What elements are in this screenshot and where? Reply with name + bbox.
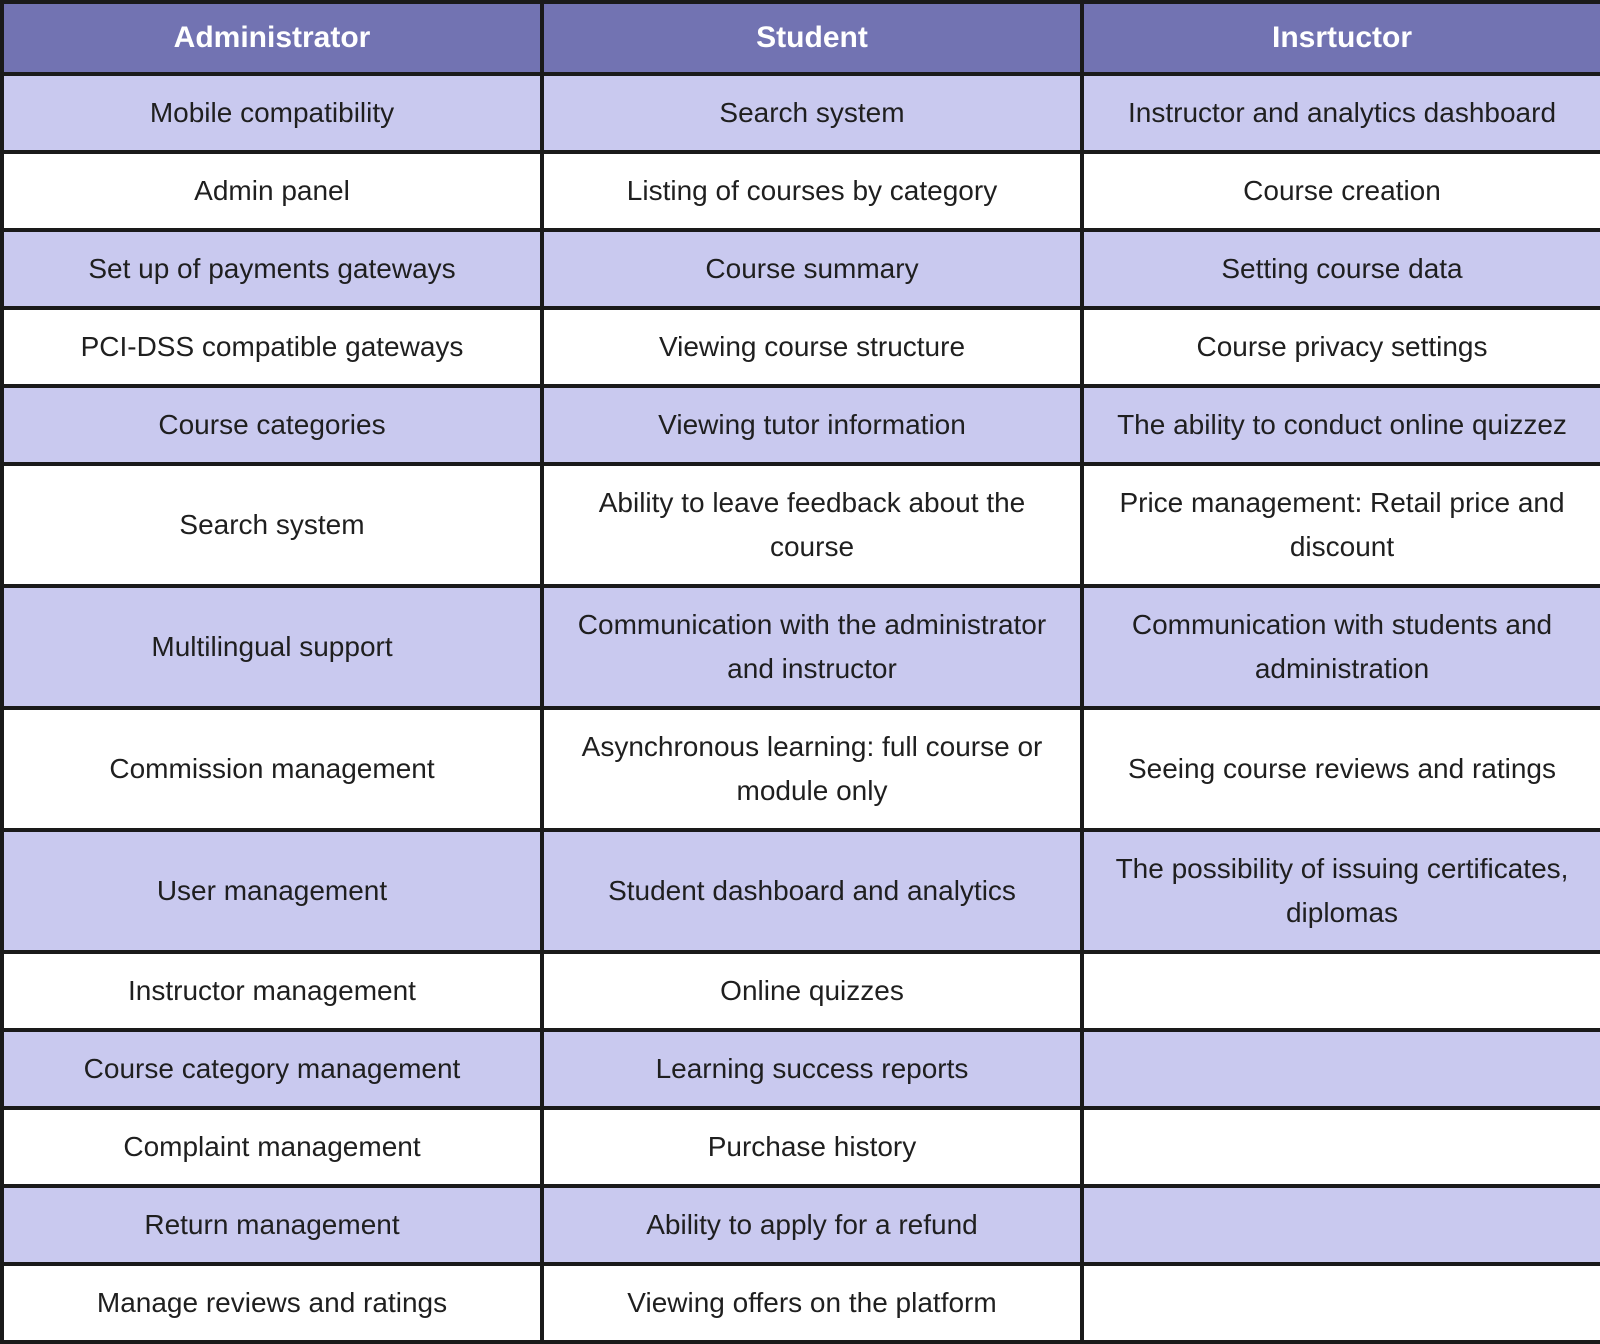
table-cell xyxy=(1080,950,1600,1032)
table-cell: Commission management xyxy=(0,706,544,832)
table-cell: The possibility of issuing certificates,… xyxy=(1080,828,1600,954)
table-cell: Ability to leave feedback about the cour… xyxy=(540,462,1084,588)
table-cell xyxy=(1080,1106,1600,1188)
table-cell: Course creation xyxy=(1080,150,1600,232)
table-cell: Multilingual support xyxy=(0,584,544,710)
table-cell: Price management: Retail price and disco… xyxy=(1080,462,1600,588)
table-cell: Course summary xyxy=(540,228,1084,310)
table-cell: Communication with the administrator and… xyxy=(540,584,1084,710)
column-header-administrator: Administrator xyxy=(0,0,544,76)
column-header-student: Student xyxy=(540,0,1084,76)
table-cell: Purchase history xyxy=(540,1106,1084,1188)
table-cell: Course privacy settings xyxy=(1080,306,1600,388)
table-cell: Online quizzes xyxy=(540,950,1084,1032)
table-cell: Asynchronous learning: full course or mo… xyxy=(540,706,1084,832)
table-cell: Learning success reports xyxy=(540,1028,1084,1110)
table-cell: Seeing course reviews and ratings xyxy=(1080,706,1600,832)
column-header-instructor: Insrtuctor xyxy=(1080,0,1600,76)
table-cell: Admin panel xyxy=(0,150,544,232)
table-cell: Search system xyxy=(540,72,1084,154)
table-cell: Instructor and analytics dashboard xyxy=(1080,72,1600,154)
table-cell: Viewing course structure xyxy=(540,306,1084,388)
table-cell: Listing of courses by category xyxy=(540,150,1084,232)
table-cell: Mobile compatibility xyxy=(0,72,544,154)
table-cell: Viewing offers on the platform xyxy=(540,1262,1084,1344)
table-cell xyxy=(1080,1028,1600,1110)
table-cell: Set up of payments gateways xyxy=(0,228,544,310)
table-cell: Course category management xyxy=(0,1028,544,1110)
table-cell: Complaint management xyxy=(0,1106,544,1188)
table-cell xyxy=(1080,1184,1600,1266)
table-cell: Student dashboard and analytics xyxy=(540,828,1084,954)
table-cell: Setting course data xyxy=(1080,228,1600,310)
table-cell xyxy=(1080,1262,1600,1344)
table-cell: Course categories xyxy=(0,384,544,466)
table-header: Administrator Student Insrtuctor xyxy=(0,0,1600,76)
table-cell: Search system xyxy=(0,462,544,588)
table-cell: Instructor management xyxy=(0,950,544,1032)
table-cell: The ability to conduct online quizzez xyxy=(1080,384,1600,466)
table-cell: Ability to apply for a refund xyxy=(540,1184,1084,1266)
table-cell: Viewing tutor information xyxy=(540,384,1084,466)
table-cell: PCI-DSS compatible gateways xyxy=(0,306,544,388)
table-cell: Return management xyxy=(0,1184,544,1266)
table-cell: Communication with students and administ… xyxy=(1080,584,1600,710)
header-row: Administrator Student Insrtuctor xyxy=(0,0,1600,76)
table-cell: User management xyxy=(0,828,544,954)
table-cell: Manage reviews and ratings xyxy=(0,1262,544,1344)
